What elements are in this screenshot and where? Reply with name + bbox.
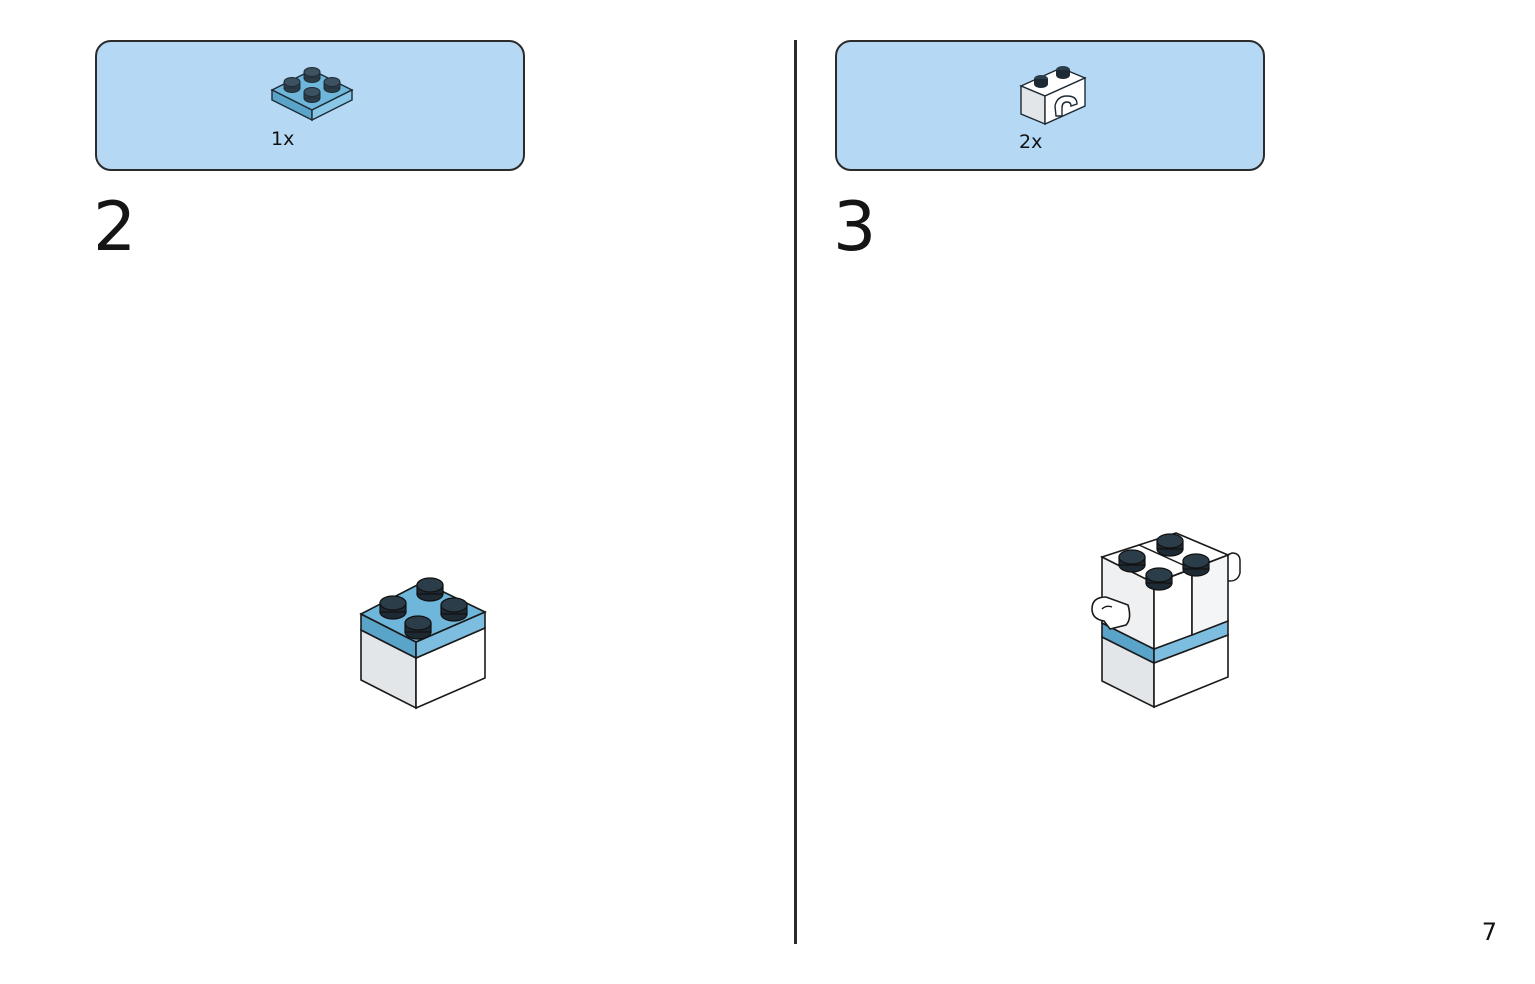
plate-2x2-icon [270, 67, 354, 122]
parts-list-step-2: 1x [95, 40, 525, 171]
page-divider [794, 40, 797, 944]
part-quantity: 2x [1019, 131, 1043, 153]
step-number: 2 [93, 188, 137, 267]
model-step-3-illustration [1091, 532, 1241, 709]
parts-list-step-3: 2x [835, 40, 1265, 171]
model-step-2-illustration [359, 577, 487, 710]
brick-1x2-clip-icon [1019, 66, 1087, 126]
page-number: 7 [1481, 918, 1497, 946]
step-number: 3 [833, 188, 877, 267]
part-quantity: 1x [271, 128, 295, 150]
